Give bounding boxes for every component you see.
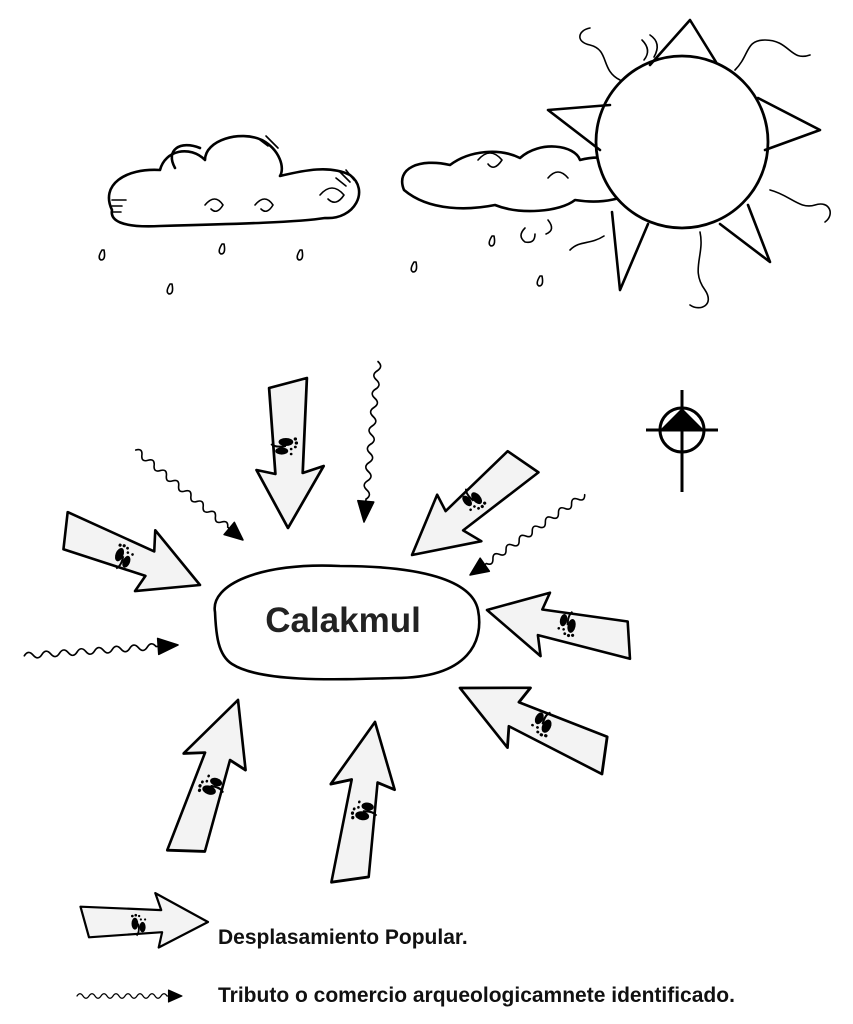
legend-popular-label: Desplasamiento Popular. — [218, 926, 468, 949]
popular-arrow — [152, 689, 266, 866]
tribute-arrow — [22, 636, 180, 665]
tribute-arrow — [129, 443, 249, 547]
popular-arrow — [50, 497, 213, 613]
legend-tribute-label: Tributo o comercio arqueologicamnete ide… — [218, 984, 735, 1007]
sun-icon — [546, 18, 831, 309]
rain-drops-left — [98, 243, 304, 295]
popular-arrow — [446, 661, 623, 789]
rain-cloud-left — [107, 134, 361, 228]
popular-arrow — [316, 717, 405, 890]
popular-arrow — [257, 378, 324, 528]
popular-arrow — [393, 436, 549, 581]
popular-arrow — [480, 581, 640, 675]
rain-drops-right — [410, 235, 544, 287]
tribute-arrow — [355, 359, 387, 524]
calakmul-label: Calakmul — [265, 601, 421, 640]
legend-tribute-icon — [76, 989, 183, 1003]
compass-icon — [646, 390, 718, 492]
calakmul-node: Calakmul — [213, 564, 481, 681]
legend-popular-icon — [79, 891, 210, 949]
